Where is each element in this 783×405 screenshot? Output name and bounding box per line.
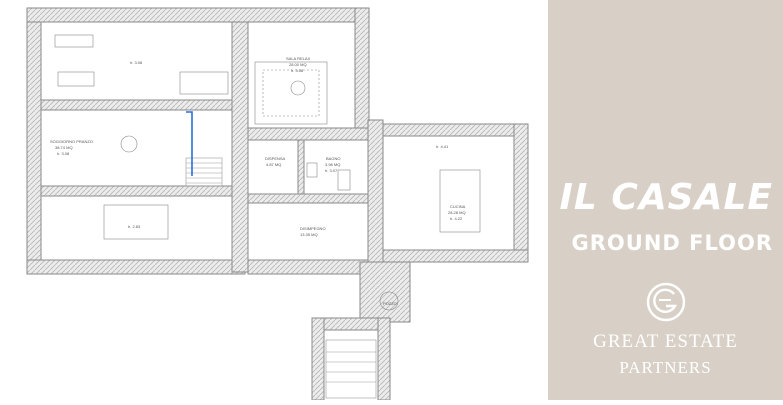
room-label-cucina-name: CUCINA <box>450 204 466 209</box>
room-label-bagno-name: BAGNO <box>326 156 340 161</box>
branding-panel: IL CASALE GROUND FLOOR GREAT ESTATE PART… <box>548 0 783 400</box>
room-label-bagno-area: 3.98 MQ <box>325 162 340 167</box>
room-label-soggiorno-area: 38.74 MQ <box>55 145 73 150</box>
room-label-soggiorno-height: h. 3.08 <box>57 151 70 156</box>
room-label-bagno-height: h. 3.07 <box>325 168 338 173</box>
room-label-dispensa-area: 4.87 MQ <box>266 162 281 167</box>
floor-plan-drawing: h. 3.08 SALA RELAX 28.00 MQ h. 3.08 SOGG… <box>26 7 529 401</box>
ge-monogram-icon <box>646 282 685 322</box>
room-label-pozzo: POZZO <box>383 301 397 306</box>
room-label-cucina-height: h. 4.22 <box>450 216 463 221</box>
walls <box>26 7 529 401</box>
brand-logo <box>548 280 783 329</box>
room-label-sala-relax-name: SALA RELAX <box>286 56 311 61</box>
floor-plan: h. 3.08 SALA RELAX 28.00 MQ h. 3.08 SOGG… <box>26 7 529 401</box>
furniture <box>54 34 481 311</box>
room-label-dining: h. 2.83 <box>128 224 141 229</box>
room-label-right-top: h. 4.41 <box>436 144 449 149</box>
room-label-soggiorno-name: SOGGIORNO PRANZO <box>50 139 93 144</box>
brand-name-line1: GREAT ESTATE <box>593 331 738 352</box>
floor-subtitle: GROUND FLOOR <box>571 231 773 255</box>
accent-line <box>186 111 193 176</box>
room-label-cucina-area: 28.28 MQ <box>448 210 466 215</box>
staircase <box>185 157 377 399</box>
room-label-sala-relax-area: 28.00 MQ <box>289 62 307 67</box>
room-label-dispensa-name: DISPENSA <box>265 156 286 161</box>
property-title: IL CASALE <box>559 177 773 218</box>
brand-name-line2: PARTNERS <box>619 358 712 377</box>
room-label-sala-relax-height: h. 3.08 <box>291 68 304 73</box>
room-label-disimpegno-name: DISIMPEGNO <box>300 226 326 231</box>
room-label-disimpegno-area: 13.35 MQ <box>300 232 318 237</box>
room-label-top-left: h. 3.08 <box>130 60 143 65</box>
